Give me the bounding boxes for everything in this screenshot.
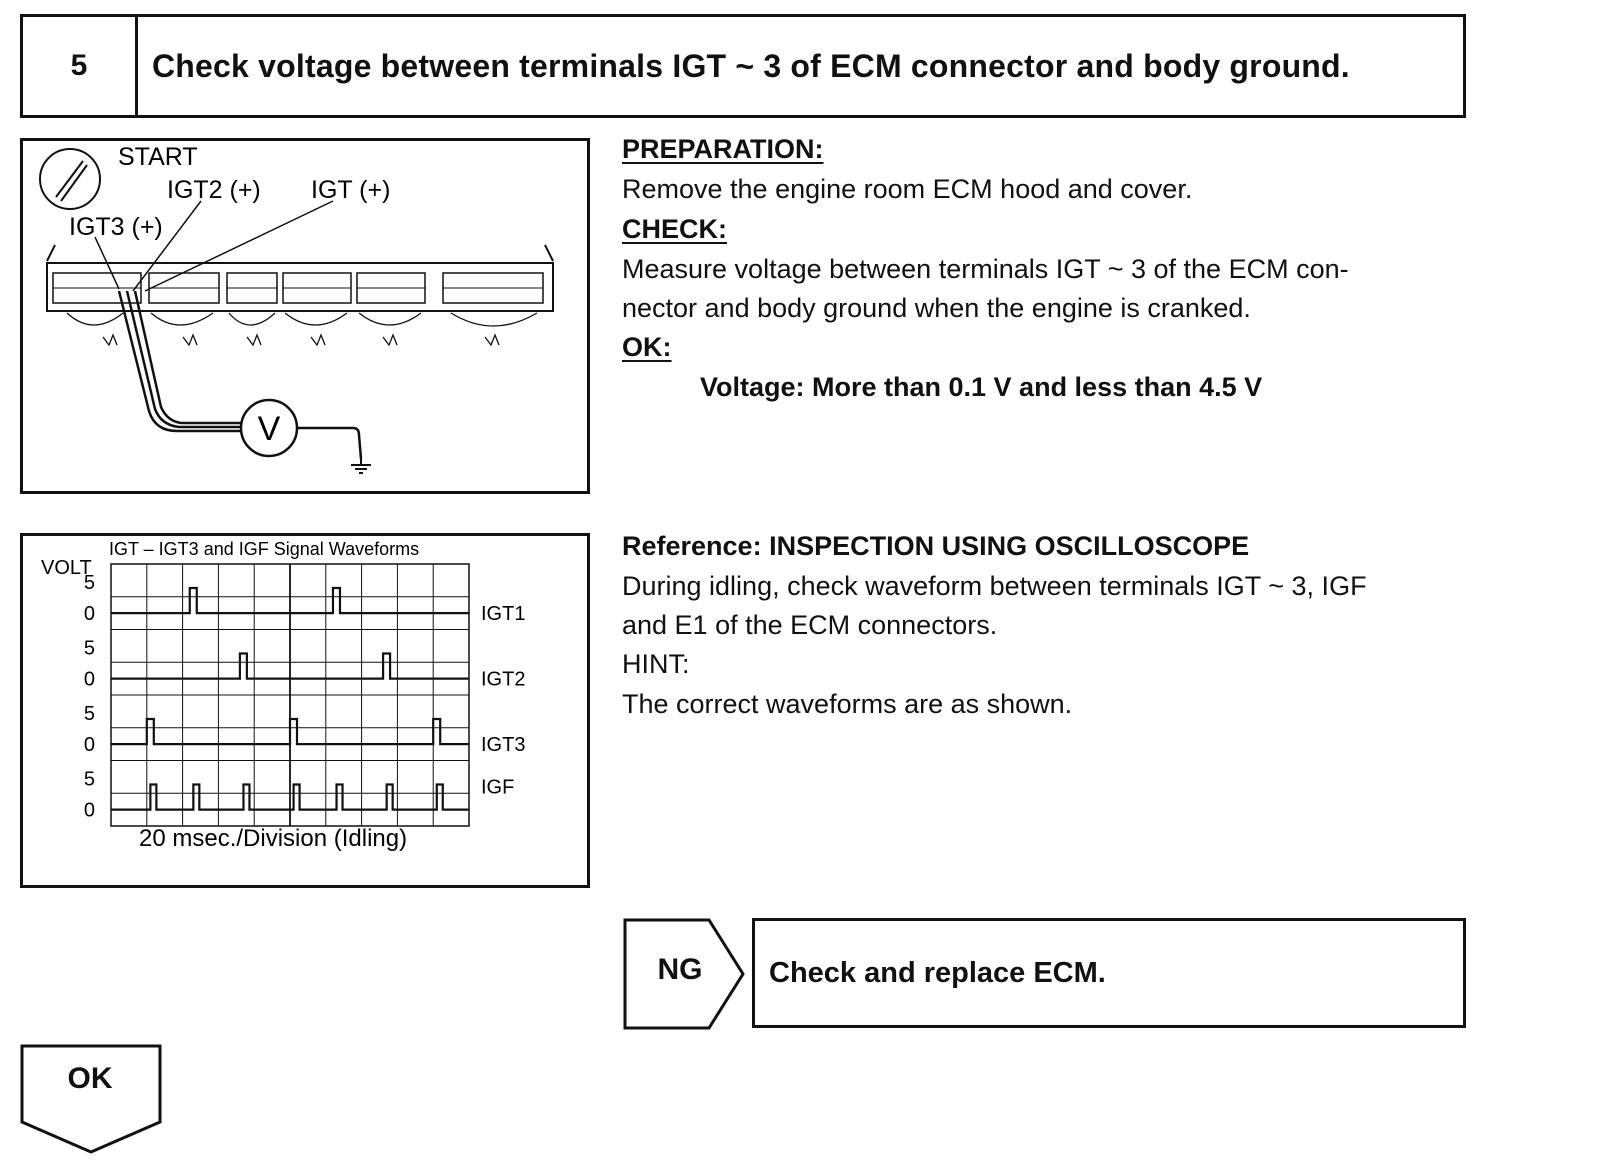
y-tick-label: 5	[84, 769, 95, 791]
ng-label: NG	[657, 953, 703, 986]
y-tick-label: 0	[84, 603, 95, 625]
channel-label-igt2: IGT2	[481, 669, 525, 691]
voltmeter-icon: V	[239, 398, 299, 458]
reference-line2: and E1 of the ECM connectors.	[622, 610, 998, 640]
waveform-figure: IGT – IGT3 and IGF Signal Waveforms VOLT…	[20, 533, 590, 888]
y-tick-label: 5	[84, 572, 95, 594]
step-title: Check voltage between terminals IGT ~ 3 …	[152, 47, 1350, 84]
y-tick-label: 5	[84, 703, 95, 725]
ecm-connector-icon	[46, 244, 554, 347]
y-tick-label: 5	[84, 638, 95, 660]
preparation-heading: PREPARATION:	[622, 134, 824, 164]
start-label: START	[118, 143, 198, 171]
ground-icon	[351, 459, 371, 474]
probe-igt2-label: IGT2 (+)	[167, 176, 261, 204]
reference-line1: During idling, check waveform between te…	[622, 571, 1367, 601]
trace-igf	[111, 783, 469, 811]
y-tick-label: 0	[84, 669, 95, 691]
ok-spec-value: Voltage: More than 0.1 V and less than 4…	[700, 372, 1263, 402]
ok-label: OK	[67, 1062, 113, 1095]
trace-igt2	[111, 652, 469, 680]
waveform-title: IGT – IGT3 and IGF Signal Waveforms	[109, 539, 419, 559]
scope-grid	[110, 563, 470, 827]
ignition-key-icon	[39, 148, 101, 210]
step-header: 5 Check voltage between terminals IGT ~ …	[20, 14, 1466, 118]
channel-label-igt1: IGT1	[481, 603, 525, 625]
trace-igt3	[111, 717, 469, 746]
channel-label-igf: IGF	[481, 777, 514, 799]
ng-arrow-shape	[623, 918, 745, 1030]
ng-action-text: Check and replace ECM.	[769, 956, 1106, 989]
channel-label-igt3: IGT3	[481, 734, 525, 756]
step-number: 5	[23, 17, 138, 115]
scope-y-ticks: 5 0 5 0 5 0 5 0	[84, 572, 95, 822]
check-heading: CHECK:	[622, 214, 727, 244]
preparation-text: Remove the engine room ECM hood and cove…	[622, 174, 1193, 204]
trace-igt1	[111, 586, 469, 615]
scope-traces	[111, 586, 469, 811]
check-text-line1: Measure voltage between terminals IGT ~ …	[622, 254, 1349, 284]
ecm-connector-figure: START IGT2 (+) IGT (+) IGT3 (+)	[20, 138, 590, 494]
check-text-line2: nector and body ground when the engine i…	[622, 293, 1251, 323]
ng-action-box: Check and replace ECM.	[752, 918, 1466, 1028]
reference-heading: Reference: INSPECTION USING OSCILLOSCOPE	[622, 531, 1250, 561]
probe-igt3-label: IGT3 (+)	[69, 213, 163, 241]
probe-igt-label: IGT (+)	[311, 176, 390, 204]
hint-label: HINT:	[622, 649, 690, 679]
x-caption: 20 msec./Division (Idling)	[139, 825, 407, 852]
voltmeter-symbol: V	[258, 410, 281, 448]
y-tick-label: 0	[84, 734, 95, 756]
y-unit-label: VOLT	[41, 557, 92, 579]
ok-arrow-shape	[20, 1044, 162, 1154]
hint-text: The correct waveforms are as shown.	[622, 689, 1073, 719]
ok-heading: OK:	[622, 332, 672, 362]
y-tick-label: 0	[84, 800, 95, 822]
